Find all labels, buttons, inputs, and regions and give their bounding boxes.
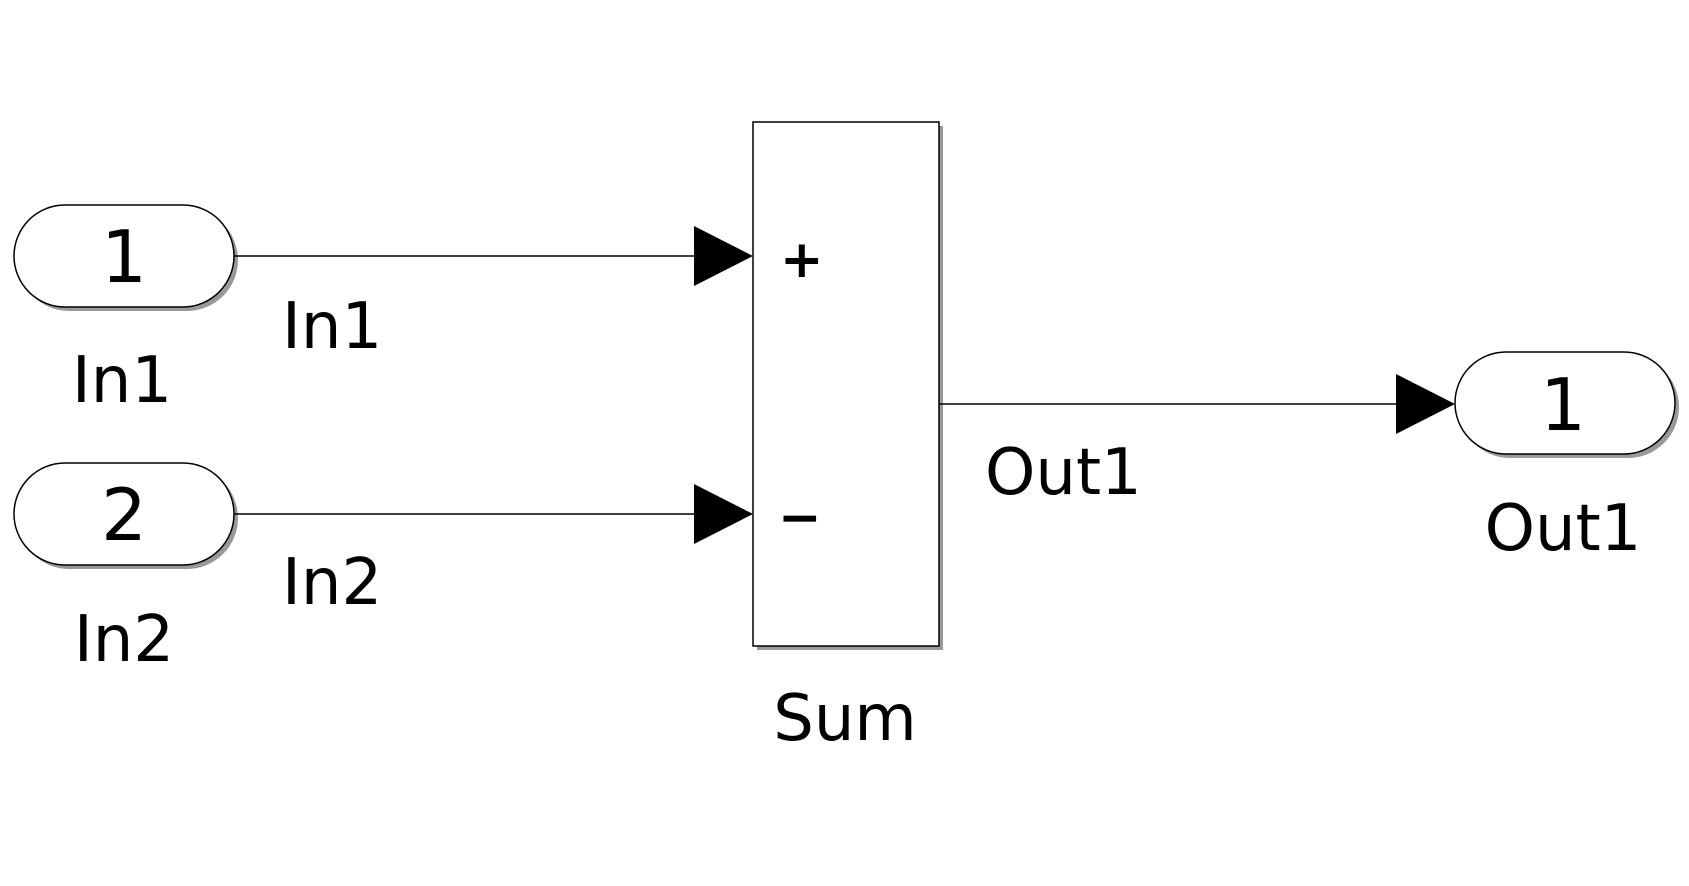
sum-plus-sign: + [780, 230, 824, 290]
outport-1-body [1454, 351, 1676, 455]
sum-block[interactable]: + − [752, 121, 943, 650]
inport-block-1[interactable]: 1 [13, 204, 238, 311]
outport-block-1[interactable]: 1 [1454, 351, 1679, 458]
inport-1-number: 1 [101, 215, 147, 299]
outport-1-number: 1 [1540, 363, 1586, 447]
sum-minus-sign: − [778, 488, 822, 548]
inport-2-number: 2 [101, 473, 147, 557]
signal-label-out1: Out1 [985, 436, 1142, 510]
sum-block-body [752, 121, 940, 647]
signal-arrow-in2 [694, 484, 753, 544]
inport-2-name: In2 [74, 603, 174, 677]
signal-arrow-in1 [694, 226, 753, 286]
signal-arrow-out1 [1396, 374, 1455, 434]
outport-1-name: Out1 [1485, 492, 1642, 566]
signal-label-in1: In1 [282, 290, 382, 364]
inport-1-name: In1 [72, 344, 172, 418]
sum-block-name: Sum [773, 682, 917, 756]
inport-block-2[interactable]: 2 [13, 462, 238, 569]
signal-label-in2: In2 [282, 546, 382, 620]
